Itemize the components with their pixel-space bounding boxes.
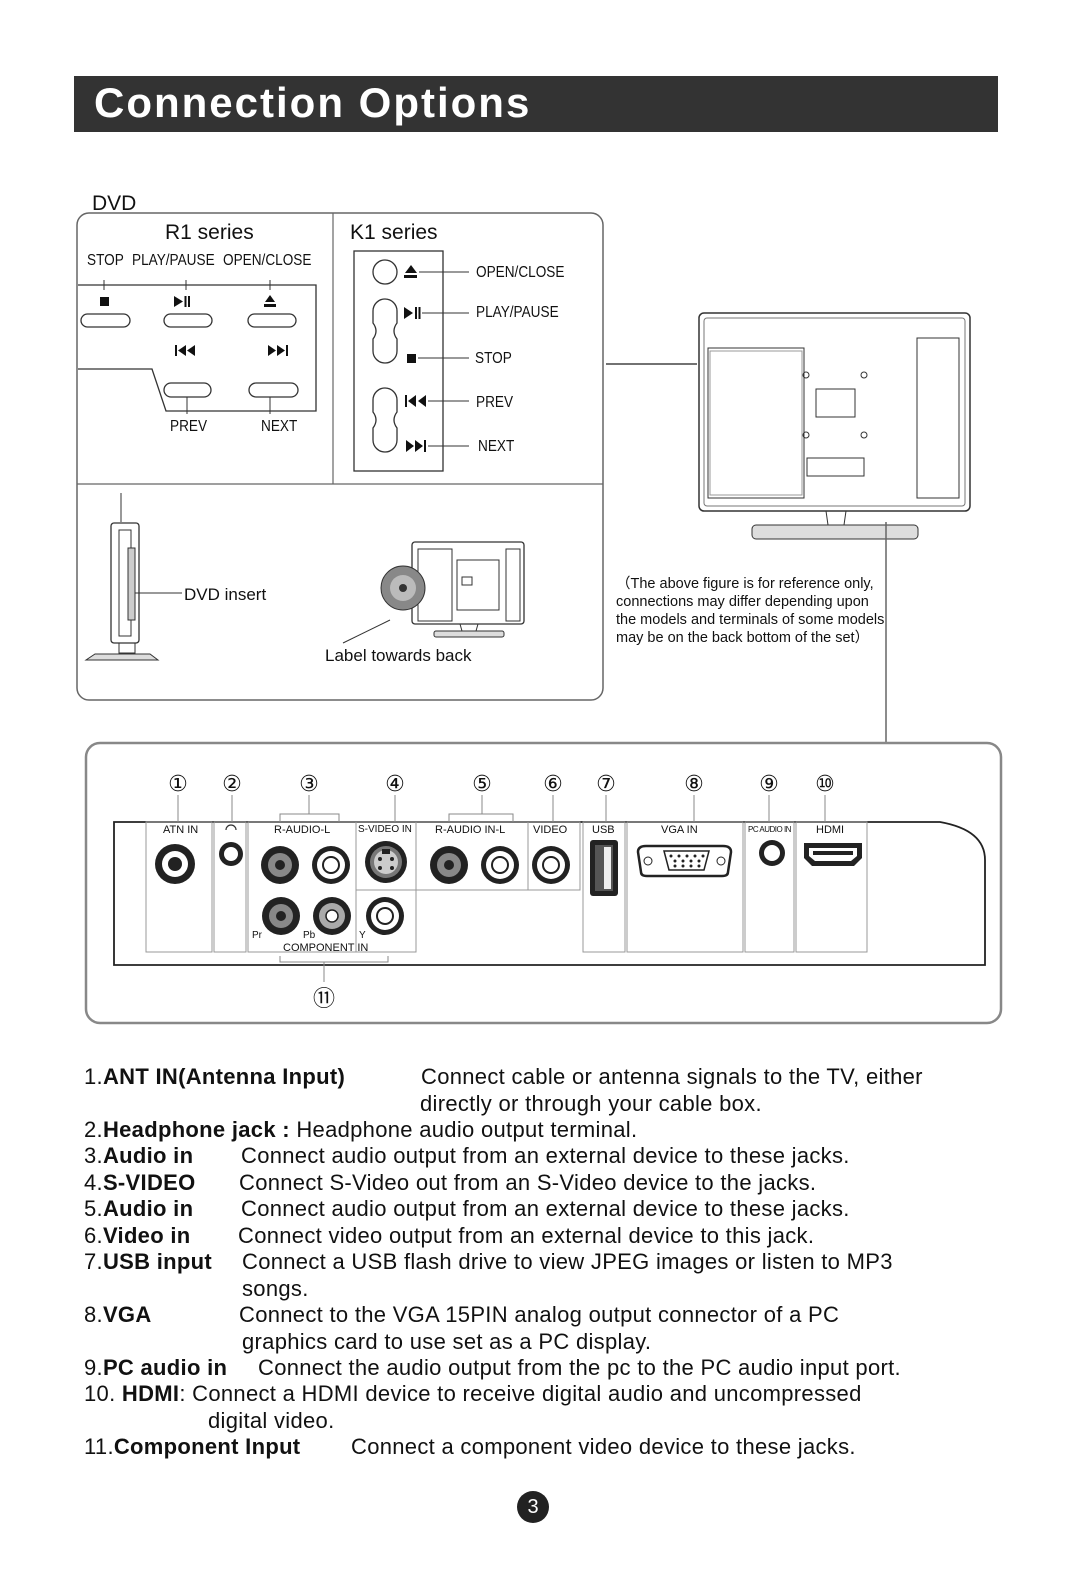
r1-label-play-pause: PLAY/PAUSE (132, 252, 215, 269)
eject-icon (264, 295, 276, 307)
component-in-label: COMPONENT IN (283, 942, 369, 954)
tv-side-view (84, 493, 182, 661)
r1-panel (78, 280, 317, 414)
page-title: Connection Options (94, 79, 532, 126)
desc-item-4: 4.S-VIDEO (84, 1170, 196, 1195)
desc-text-4: Connect S-Video out from an S-Video devi… (239, 1170, 817, 1195)
desc-item-6: 6.Video in (84, 1223, 191, 1248)
jack-label-video: VIDEO (533, 824, 568, 836)
k1-label-stop: STOP (475, 350, 512, 367)
jack-label-r-audio-l: R-AUDIO-L (274, 824, 331, 836)
desc-item-10: 10. HDMI: Connect a HDMI device to recei… (84, 1381, 862, 1406)
next-icon (406, 440, 426, 452)
desc-text-9: Connect the audio output from the pc to … (258, 1355, 901, 1380)
desc-text-1: Connect cable or antenna signals to the … (421, 1064, 923, 1089)
component-label-y: Y (359, 930, 366, 941)
k1-label-prev: PREV (476, 394, 514, 411)
svideo-jack-icon (365, 841, 407, 883)
title-banner: Connection Options (74, 76, 998, 132)
hdmi-port-icon (804, 843, 862, 866)
callout-number: ④ (385, 771, 405, 796)
r1-label-open-close: OPEN/CLOSE (223, 252, 312, 269)
play-pause-icon (404, 307, 421, 319)
play-pause-icon (174, 296, 190, 307)
desc-cont-10: digital video. (208, 1408, 335, 1433)
reference-note: （The above figure is for reference only,… (616, 576, 885, 646)
rca-jack-icon (261, 846, 299, 884)
k1-series-title: K1 series (350, 221, 438, 244)
jack-label-r-audio-in-l: R-AUDIO IN-L (435, 824, 506, 836)
callout-number: ⑪ (312, 986, 335, 1011)
jack-label-s-video-in: S-VIDEO IN (358, 824, 412, 835)
label-towards-back: Label towards back (325, 646, 472, 665)
jack-label-hdmi: HDMI (816, 824, 845, 836)
desc-text-7: Connect a USB flash drive to view JPEG i… (242, 1249, 893, 1274)
dvd-section-label: DVD (92, 192, 137, 215)
desc-item-11: 11.Component Input (84, 1434, 301, 1459)
back-panel (84, 741, 1003, 1025)
rca-jack-icon (262, 897, 300, 935)
jack-label-usb: USB (592, 824, 615, 836)
r1-label-prev: PREV (170, 418, 208, 435)
eject-icon (404, 265, 417, 278)
desc-item-5: 5.Audio in (84, 1196, 194, 1221)
usb-port-icon (590, 840, 618, 896)
callout-number: ⑤ (472, 771, 492, 796)
callout-number: ⑩ (815, 771, 835, 796)
rca-jack-icon (430, 846, 468, 884)
k1-label-open-close: OPEN/CLOSE (476, 264, 565, 281)
page-number: 3 (517, 1491, 549, 1523)
desc-cont-8: graphics card to use set as a PC display… (242, 1329, 652, 1354)
vga-port-icon (636, 844, 733, 878)
desc-item-2: 2.Headphone jack : Headphone audio outpu… (84, 1117, 638, 1142)
stop-icon (407, 354, 416, 363)
rca-jack-icon (366, 897, 404, 935)
callout-number: ③ (299, 771, 319, 796)
k1-label-next: NEXT (478, 438, 515, 455)
callout-number: ① (168, 771, 188, 796)
jack-label-pc-audio-in: PC AUDIO IN (748, 825, 791, 834)
desc-item-8: 8.VGA (84, 1302, 152, 1327)
prev-icon (405, 395, 426, 407)
rca-jack-icon (481, 846, 519, 884)
pc-audio-jack-icon (759, 840, 785, 866)
tv-rear-small (342, 541, 525, 644)
tv-rear-large (606, 312, 971, 742)
rca-jack-icon (532, 846, 570, 884)
component-label-pr: Pr (252, 930, 262, 941)
rca-jack-icon (313, 897, 351, 935)
callout-number: ⑨ (759, 771, 779, 796)
callout-number: ⑧ (684, 771, 704, 796)
desc-text-6: Connect video output from an external de… (238, 1223, 815, 1248)
k1-label-play-pause: PLAY/PAUSE (476, 304, 559, 321)
next-icon (268, 345, 288, 356)
callout-number: ⑦ (596, 771, 616, 796)
k1-panel (353, 250, 469, 472)
desc-item-1: 1.ANT IN(Antenna Input) (84, 1064, 346, 1089)
jack-label-atn-in: ATN IN (163, 824, 199, 836)
desc-text-3: Connect audio output from an external de… (241, 1143, 850, 1168)
component-label-pb: Pb (303, 930, 316, 941)
desc-text-11: Connect a component video device to thes… (351, 1434, 856, 1459)
stop-icon (100, 297, 109, 306)
r1-series-title: R1 series (165, 221, 254, 244)
r1-label-stop: STOP (87, 252, 124, 269)
desc-item-3: 3.Audio in (84, 1143, 194, 1168)
desc-cont-1: directly or through your cable box. (420, 1091, 762, 1116)
callout-number: ② (222, 771, 242, 796)
prev-icon (175, 345, 195, 356)
dvd-insert-label: DVD insert (184, 585, 267, 604)
desc-cont-7: songs. (242, 1276, 309, 1301)
jack-label-vga-in: VGA IN (661, 824, 698, 836)
desc-item-9: 9.PC audio in (84, 1355, 228, 1380)
desc-text-5: Connect audio output from an external de… (241, 1196, 850, 1221)
desc-text-8: Connect to the VGA 15PIN analog output c… (239, 1302, 840, 1327)
desc-item-7: 7.USB input (84, 1249, 212, 1274)
dvd-box (76, 212, 604, 701)
r1-label-next: NEXT (261, 418, 298, 435)
rca-jack-icon (312, 846, 350, 884)
callout-number: ⑥ (543, 771, 563, 796)
